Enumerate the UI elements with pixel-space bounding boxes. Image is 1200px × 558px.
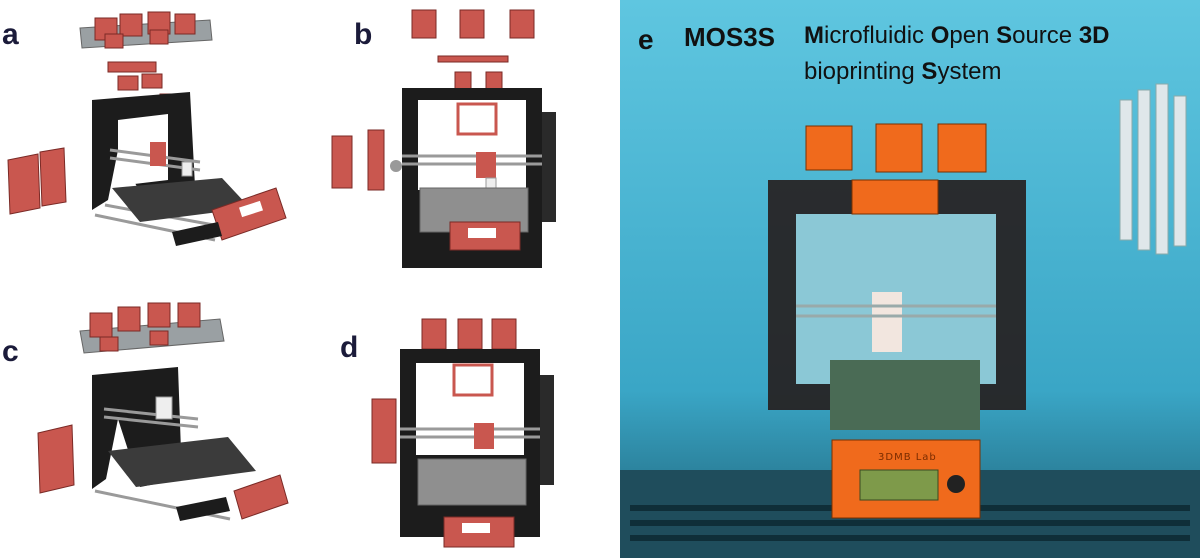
title-part: M xyxy=(804,22,824,49)
exploded-printer-render-a xyxy=(7,11,287,246)
panel-d: d xyxy=(310,279,620,558)
panel-label-c: c xyxy=(2,335,19,368)
title-part: 3D xyxy=(1078,22,1110,49)
title-part: S xyxy=(921,58,938,85)
title-part: bioprinting xyxy=(804,58,922,85)
panel-b: b xyxy=(310,0,620,279)
exploded-printer-render-b xyxy=(331,9,556,268)
panel-c: c xyxy=(0,279,310,558)
panel-label-e: e xyxy=(638,24,654,55)
full-name-line2: bioprinting System xyxy=(804,58,1001,86)
title-part: icrofluidic xyxy=(824,22,931,49)
title-part: ource xyxy=(1012,22,1079,49)
title-part: S xyxy=(996,22,1013,49)
title-part: O xyxy=(930,22,950,49)
acronym-title: MOS3S xyxy=(684,22,776,52)
panel-e-photo: e MOS3S Microfluidic Open Source 3D biop… xyxy=(620,0,1200,558)
panel-a: a xyxy=(0,0,310,279)
panel-label-d: d xyxy=(340,331,359,364)
exploded-printer-render-d xyxy=(371,318,554,548)
title-part: pen xyxy=(949,22,997,49)
panel-label-b: b xyxy=(354,18,373,51)
panel-label-a: a xyxy=(2,18,19,51)
title-part: ystem xyxy=(937,58,1002,85)
full-name-line1: Microfluidic Open Source 3D xyxy=(804,22,1110,50)
exploded-printer-render-c xyxy=(37,302,289,521)
lcd-brand-label: 3DMB Lab xyxy=(878,452,937,463)
bioprinter-photo xyxy=(620,0,1200,558)
